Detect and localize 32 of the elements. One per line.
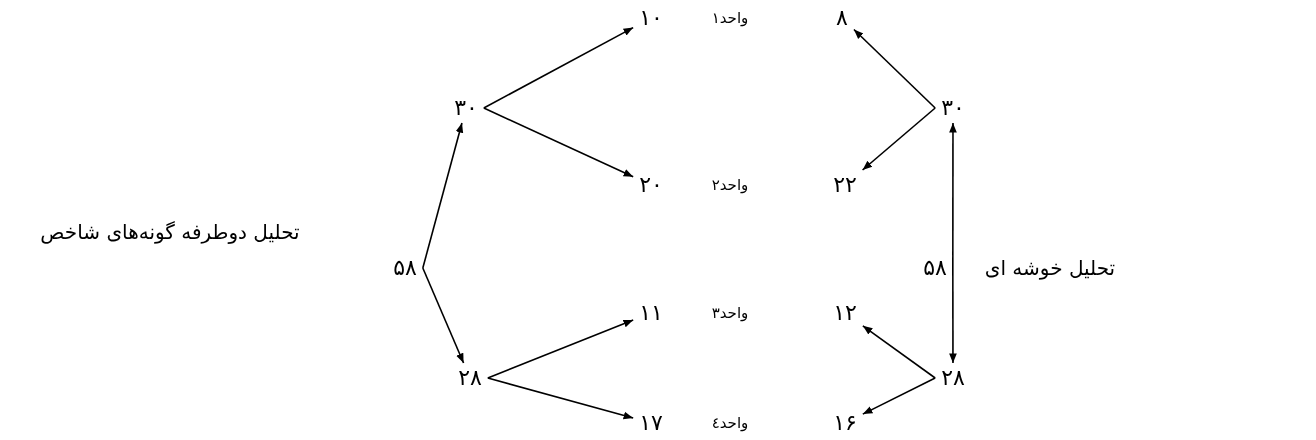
number-label: ۵۸ <box>923 255 947 281</box>
number-label: ۳۰ <box>941 95 965 121</box>
number-label: ۱۱ <box>639 300 663 326</box>
unit-label: واحد٤ <box>711 414 749 432</box>
number-label: ۵۸ <box>393 255 417 281</box>
number-label: ۱۷ <box>639 410 663 436</box>
unit-label: واحد۳ <box>711 304 749 322</box>
arrow <box>487 377 634 420</box>
arrow <box>487 319 634 379</box>
unit-label: واحد۱ <box>711 9 749 27</box>
number-label: ۱۶ <box>833 410 857 436</box>
arrow <box>422 267 465 364</box>
arrow <box>422 122 464 269</box>
arrow <box>949 122 957 269</box>
heading-label: تحليل خوشه ای <box>984 256 1116 280</box>
number-label: ۲۰ <box>639 172 663 198</box>
arrow <box>862 325 936 379</box>
number-label: ۲۸ <box>458 365 482 391</box>
number-label: ۳۰ <box>454 95 478 121</box>
number-label: ۱۲ <box>833 300 857 326</box>
number-label: ۲۲ <box>833 172 857 198</box>
arrow <box>853 28 936 109</box>
unit-label: واحد۲ <box>711 176 749 194</box>
heading-label: تحليل دوطرفه گونه‌های شاخص <box>40 220 300 244</box>
arrow <box>862 377 936 415</box>
arrow <box>483 107 634 178</box>
arrow <box>861 107 936 171</box>
number-label: ۱۰ <box>639 5 663 31</box>
number-label: ۲۸ <box>941 365 965 391</box>
arrow <box>949 267 957 364</box>
arrow <box>483 26 634 109</box>
number-label: ۸ <box>836 5 848 31</box>
